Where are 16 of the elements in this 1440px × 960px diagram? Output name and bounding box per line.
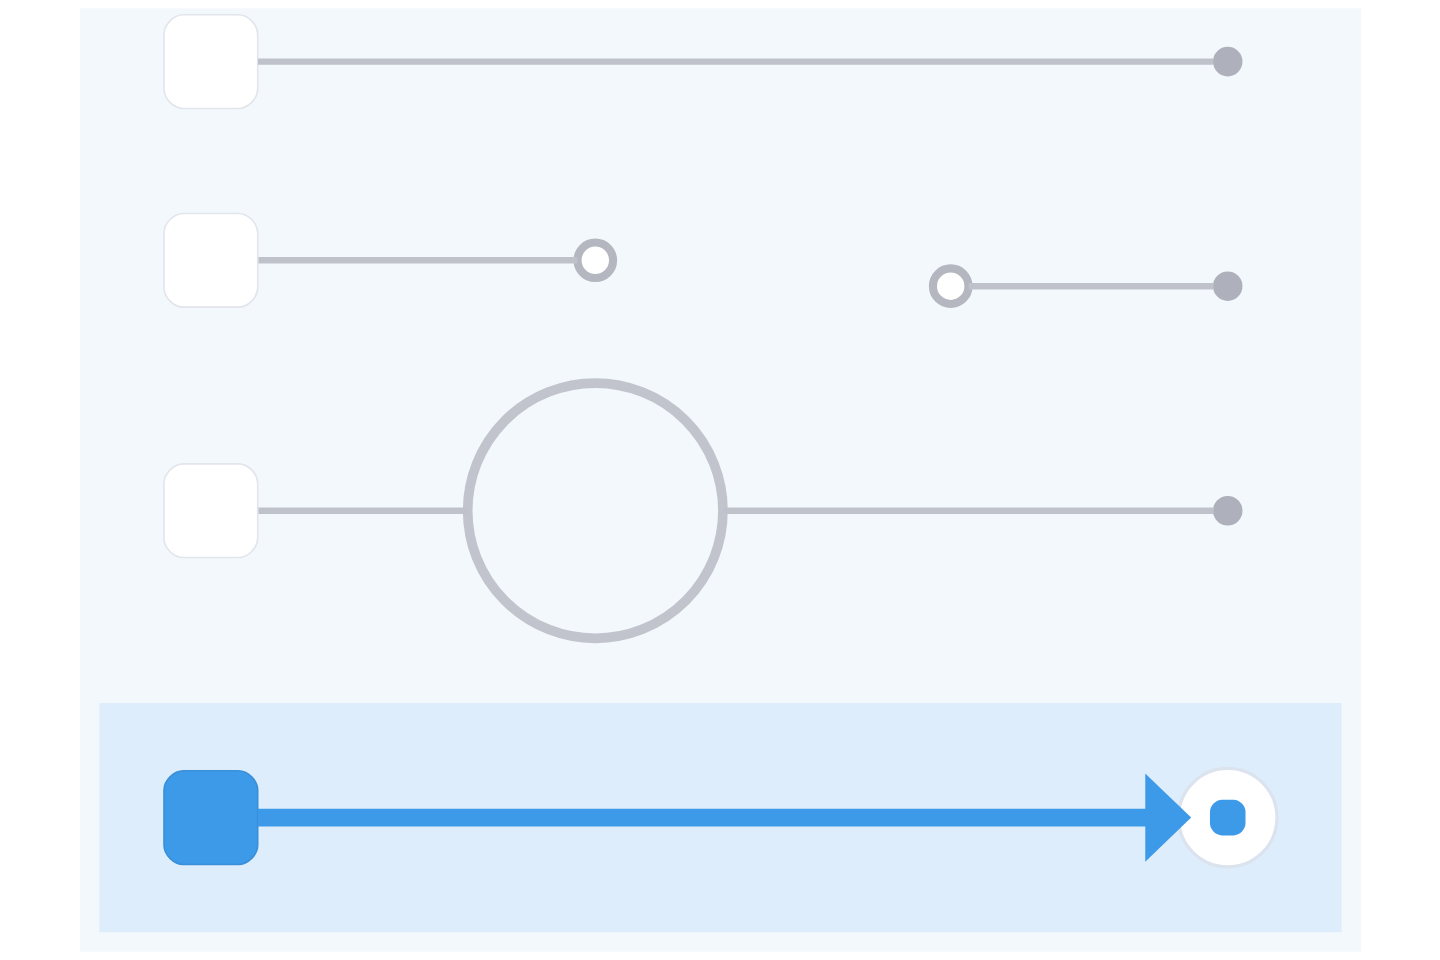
node-box	[162, 463, 258, 559]
node-box	[162, 769, 258, 866]
connector	[968, 282, 1213, 290]
node-dot	[1212, 46, 1242, 77]
node-circle	[928, 264, 972, 308]
connector	[257, 58, 1213, 65]
node-dot	[1212, 271, 1242, 301]
node-dot	[1212, 495, 1242, 526]
node-box	[162, 13, 258, 110]
arrow	[257, 773, 1191, 862]
node-circle	[573, 238, 617, 283]
node-circle	[462, 378, 728, 644]
node-circle	[1176, 766, 1279, 869]
cluster	[98, 702, 1342, 933]
connector	[257, 257, 577, 264]
node-box	[162, 212, 258, 308]
